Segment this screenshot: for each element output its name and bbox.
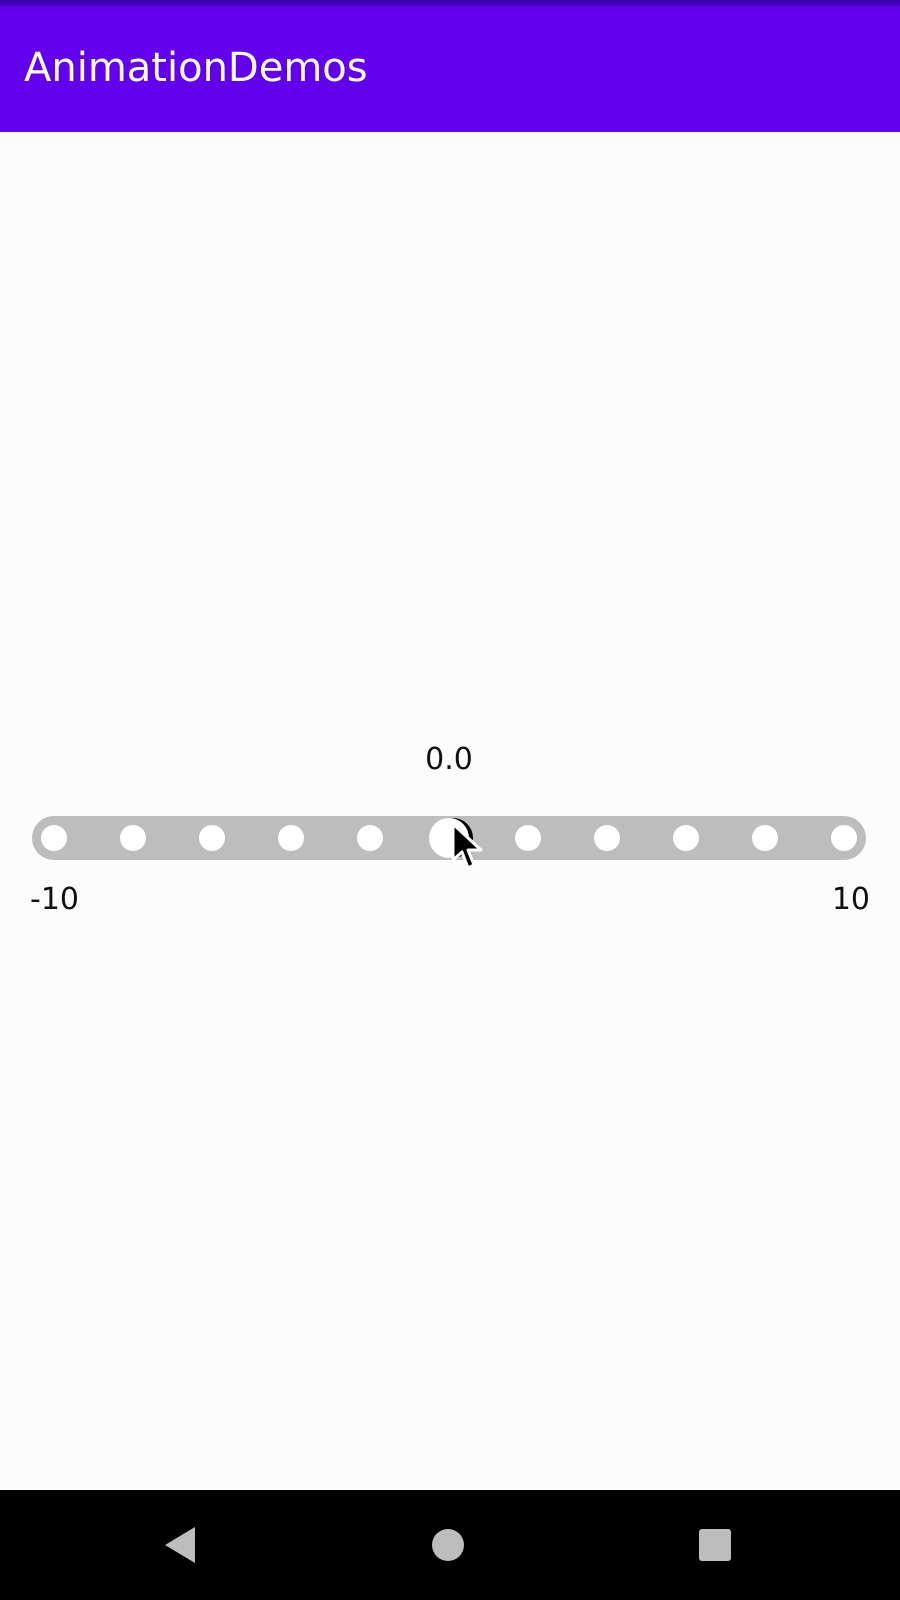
slider-step-dot[interactable]: [41, 825, 67, 851]
back-triangle-icon: [165, 1527, 195, 1563]
slider-step-dot[interactable]: [199, 825, 225, 851]
nav-home-button[interactable]: [428, 1525, 468, 1565]
status-bar: [0, 0, 900, 6]
main-content: 0.0 -10 10: [0, 132, 900, 1490]
recents-square-icon: [699, 1529, 731, 1561]
slider-step-dot[interactable]: [752, 825, 778, 851]
app-bar: AnimationDemos: [0, 6, 900, 132]
slider-step-dot[interactable]: [831, 825, 857, 851]
slider-step-dot[interactable]: [515, 825, 541, 851]
slider-step-dot[interactable]: [357, 825, 383, 851]
mouse-pointer-icon: [451, 822, 483, 870]
stepped-slider-track[interactable]: [32, 816, 866, 860]
slider-step-dot[interactable]: [278, 825, 304, 851]
slider-min-label: -10: [30, 882, 79, 917]
slider-step-dot[interactable]: [673, 825, 699, 851]
slider-value-label: 0.0: [425, 742, 473, 777]
home-circle-icon: [432, 1529, 464, 1561]
slider-step-dot[interactable]: [120, 825, 146, 851]
system-navigation-bar: [0, 1490, 900, 1600]
slider-step-dot[interactable]: [594, 825, 620, 851]
app-title: AnimationDemos: [24, 45, 368, 91]
nav-recents-button[interactable]: [695, 1525, 735, 1565]
nav-back-button[interactable]: [160, 1525, 200, 1565]
slider-max-label: 10: [831, 882, 870, 917]
